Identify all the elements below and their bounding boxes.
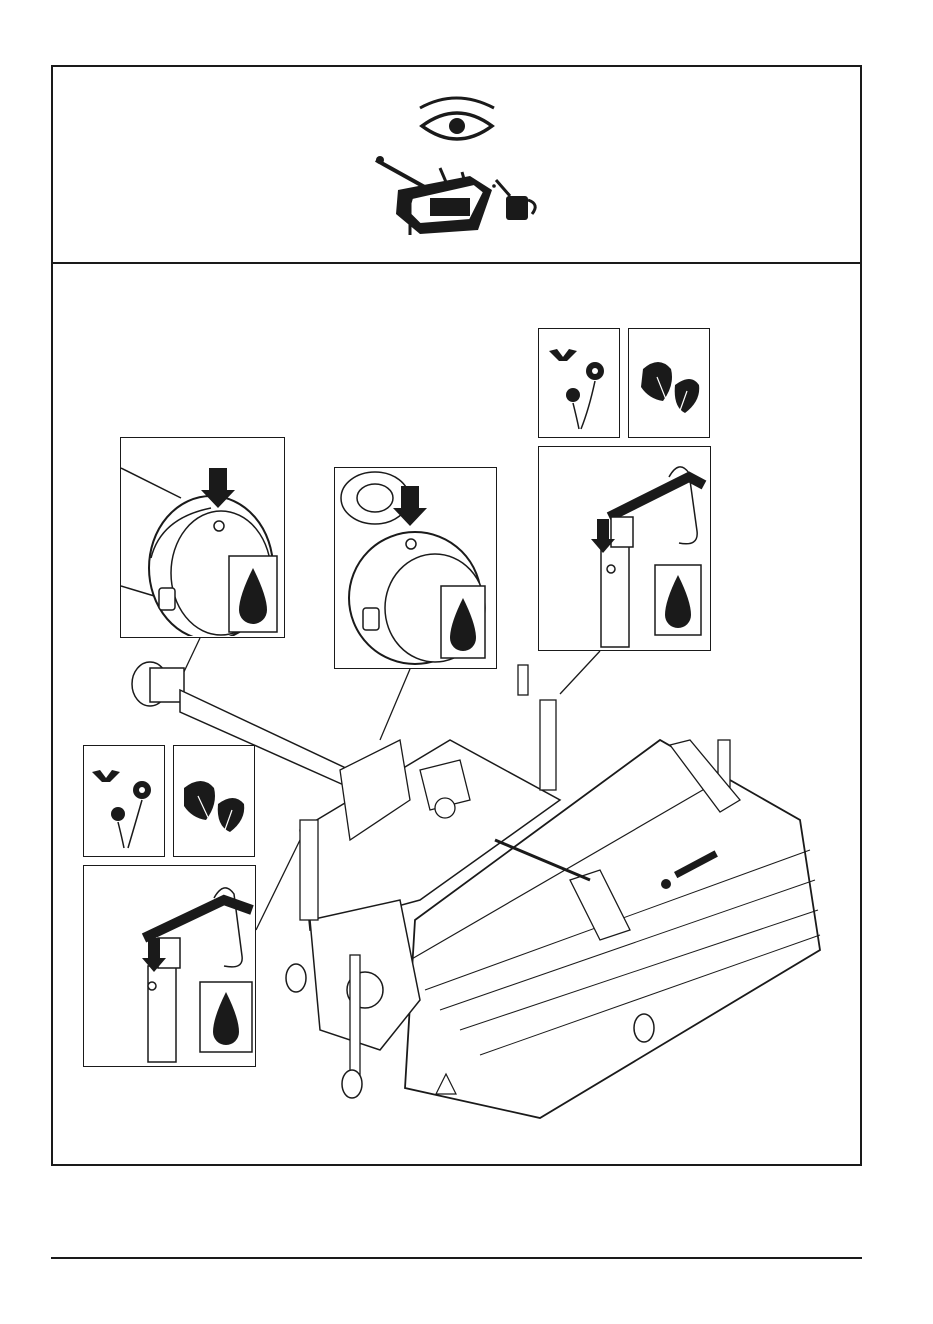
pto-shaft [132,662,355,790]
footer-rule [51,1257,862,1259]
